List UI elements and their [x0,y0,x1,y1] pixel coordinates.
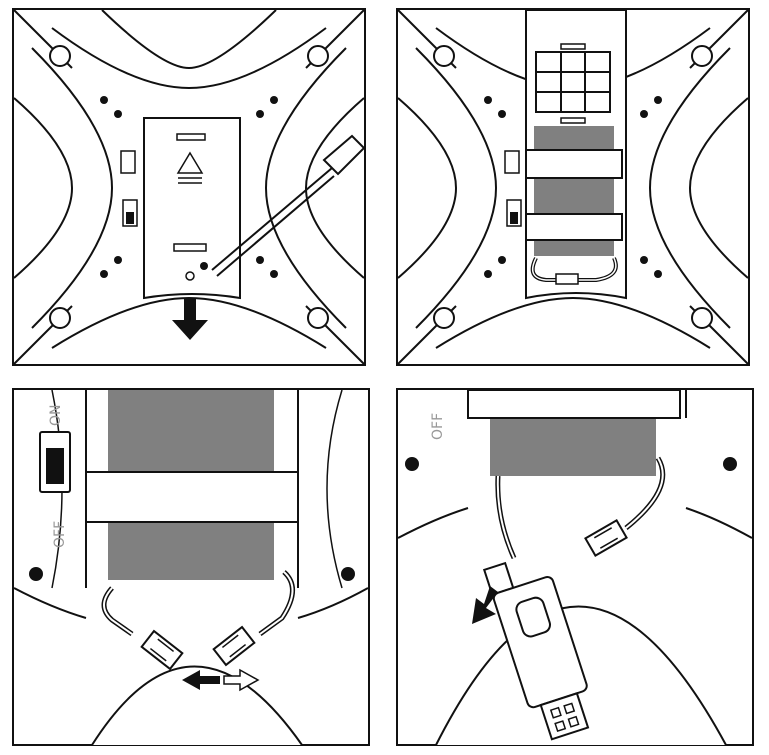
grid-icon [535,51,611,113]
motor-mount-icon [49,45,71,67]
motor-mount-icon [307,307,329,329]
arrow-left-icon [182,670,220,690]
battery-closeup-2: OFF [396,388,754,746]
strap-icon [467,389,681,419]
battery-closeup-1: ON OFF [12,388,370,746]
motor-mount-icon [49,307,71,329]
drone-bottom-view-1 [12,8,366,366]
strap-icon [525,213,623,241]
connector-icon [584,518,628,558]
connector-icon [555,273,579,285]
connector-icon [140,629,184,671]
power-switch-icon [39,431,71,493]
panel-charge-usb: OFF [396,388,754,746]
panel-remove-battery-cover [12,8,366,366]
drone-bottom-view-2 [396,8,750,366]
on-label: ON [48,405,64,427]
strap-icon [525,149,623,179]
screw-hole-icon [185,271,195,281]
screw-icon [200,262,208,270]
arrow-right-outline-icon [223,668,260,692]
battery-cover [143,117,241,300]
connector-icon [212,625,256,667]
triangle-eject-icon [176,151,204,174]
motor-mount-icon [307,45,329,67]
arrow-down-icon [172,298,208,340]
panel-disconnect-plug: ON OFF [12,388,370,746]
off-label: OFF [430,413,446,440]
screwdriver-icon [211,134,366,277]
usb-charger-icon [482,561,590,741]
panel-battery-installed [396,8,750,366]
off-label: OFF [52,521,68,548]
arrow-down-left-icon [472,586,498,624]
strap-icon [85,471,299,523]
